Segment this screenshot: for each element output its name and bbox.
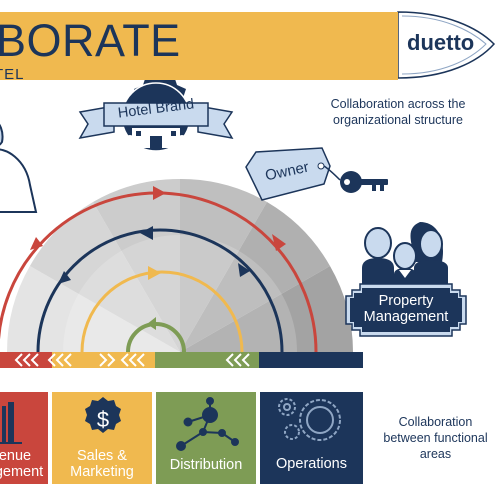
people-icon xyxy=(362,222,448,292)
bar-chart-icon xyxy=(0,402,22,444)
hotel-brand-badge xyxy=(78,72,234,152)
tile-label-sales-marketing: Sales & Marketing xyxy=(70,448,134,480)
property-management-label: Property Management xyxy=(363,293,449,325)
title-banner: BORATE TEL xyxy=(0,12,398,80)
page-title: BORATE xyxy=(0,15,181,66)
duetto-logo-text: duetto xyxy=(407,30,475,55)
property-management-plaque xyxy=(345,283,467,337)
functional-band xyxy=(0,352,363,370)
caption-organizational: Collaboration across the organizational … xyxy=(330,97,466,127)
owner-tag xyxy=(245,147,341,201)
key-icon xyxy=(340,171,388,193)
tile-label-distribution: Distribution xyxy=(169,457,243,473)
caption-functional: Collaboration between functional areas xyxy=(383,415,488,461)
person-icon xyxy=(0,123,38,213)
network-icon xyxy=(176,397,239,451)
functional-tiles xyxy=(0,392,363,484)
tile-label-revenue-management: enue agement xyxy=(0,448,44,480)
semicircle-background xyxy=(7,178,353,352)
dollar-badge-icon: $ xyxy=(85,397,121,433)
duetto-logo xyxy=(397,11,496,79)
page-subtitle: TEL xyxy=(0,66,25,80)
tile-label-operations: Operations xyxy=(276,456,347,472)
arc-arrowheads xyxy=(30,186,286,330)
svg-text:$: $ xyxy=(97,407,109,432)
gears-icon xyxy=(278,398,341,441)
